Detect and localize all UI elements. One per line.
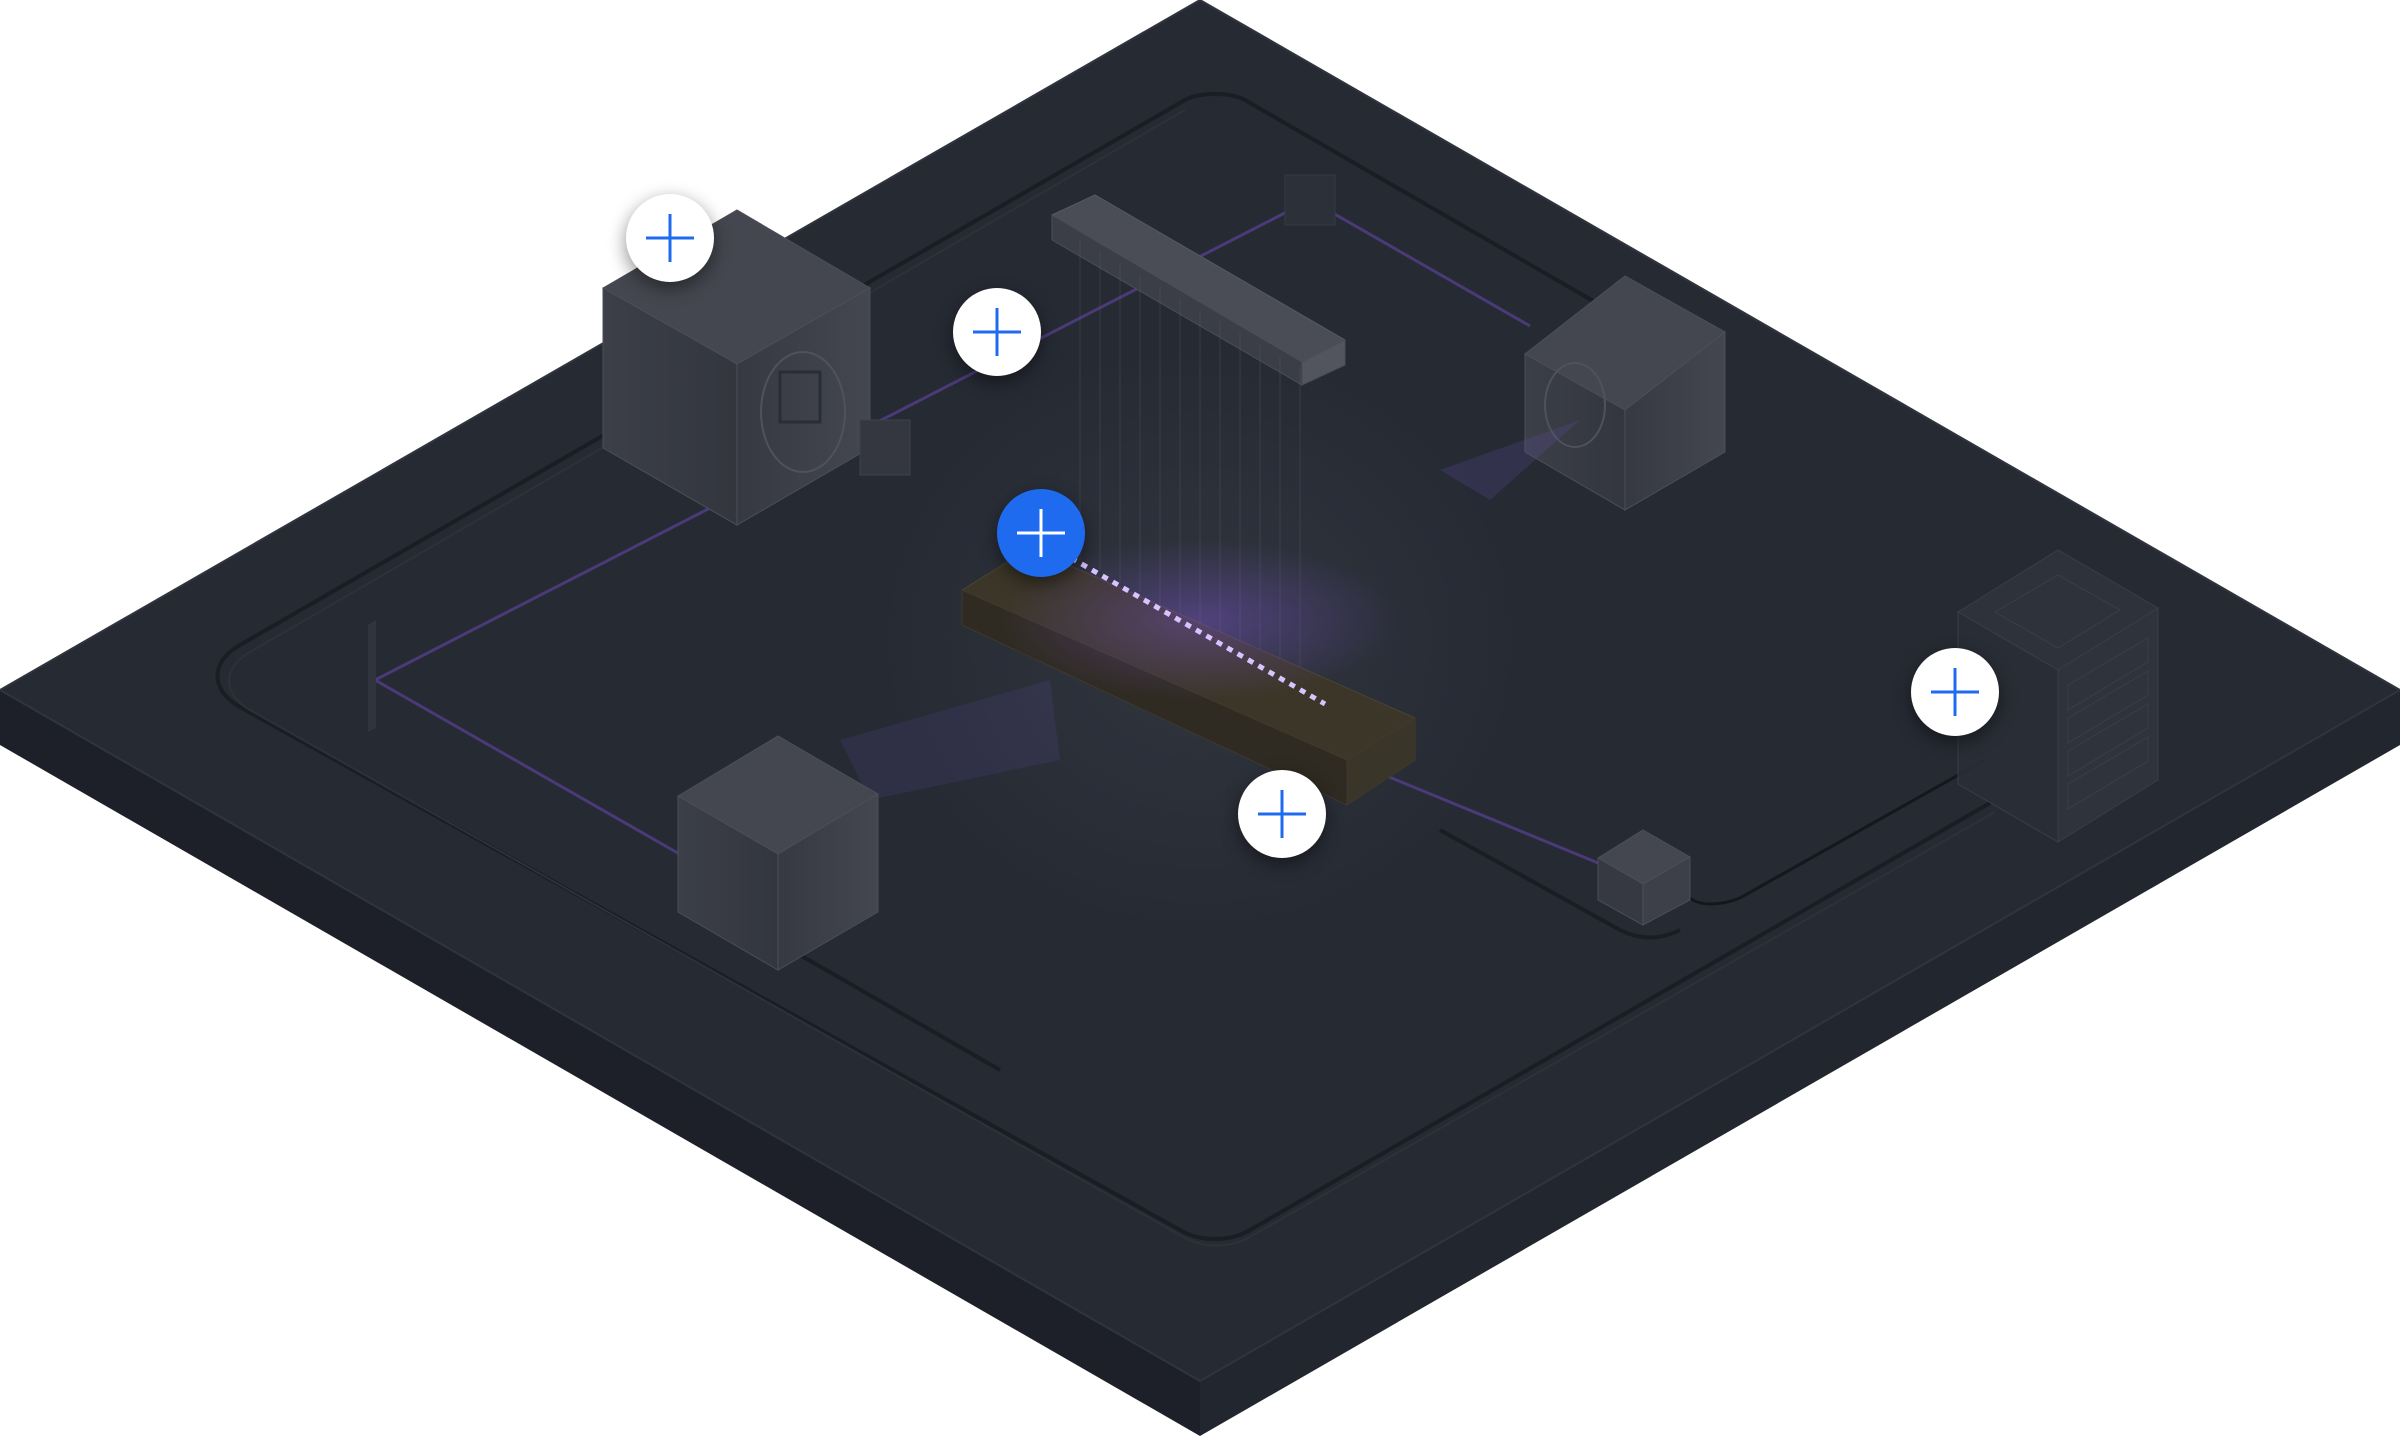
cube-bottom-left <box>677 735 879 971</box>
plus-icon <box>973 308 1021 356</box>
emitter-bar <box>1050 194 1347 386</box>
cube-top-left <box>601 209 911 526</box>
plus-icon <box>1017 509 1065 557</box>
plus-icon <box>646 214 694 262</box>
cube-small <box>1597 829 1692 926</box>
platform-side-left <box>0 690 1200 1436</box>
small-mirror-left <box>368 620 376 732</box>
small-mirror-top <box>1284 174 1336 226</box>
hotspot-cube-top-left[interactable] <box>626 194 714 282</box>
plus-icon <box>1931 668 1979 716</box>
beam-top-right <box>1440 420 1580 500</box>
hotspot-server-rack[interactable] <box>1911 648 1999 736</box>
hotspot-sample-stage[interactable] <box>1238 770 1326 858</box>
platform-side-right <box>1200 690 2400 1436</box>
hotspot-laser-source[interactable] <box>997 489 1085 577</box>
plus-icon <box>1258 790 1306 838</box>
beam-bottom-left <box>840 680 1060 800</box>
cube-top-right <box>1524 275 1726 511</box>
laser-glow <box>1000 540 1400 700</box>
hotspot-emitter-bar[interactable] <box>953 288 1041 376</box>
